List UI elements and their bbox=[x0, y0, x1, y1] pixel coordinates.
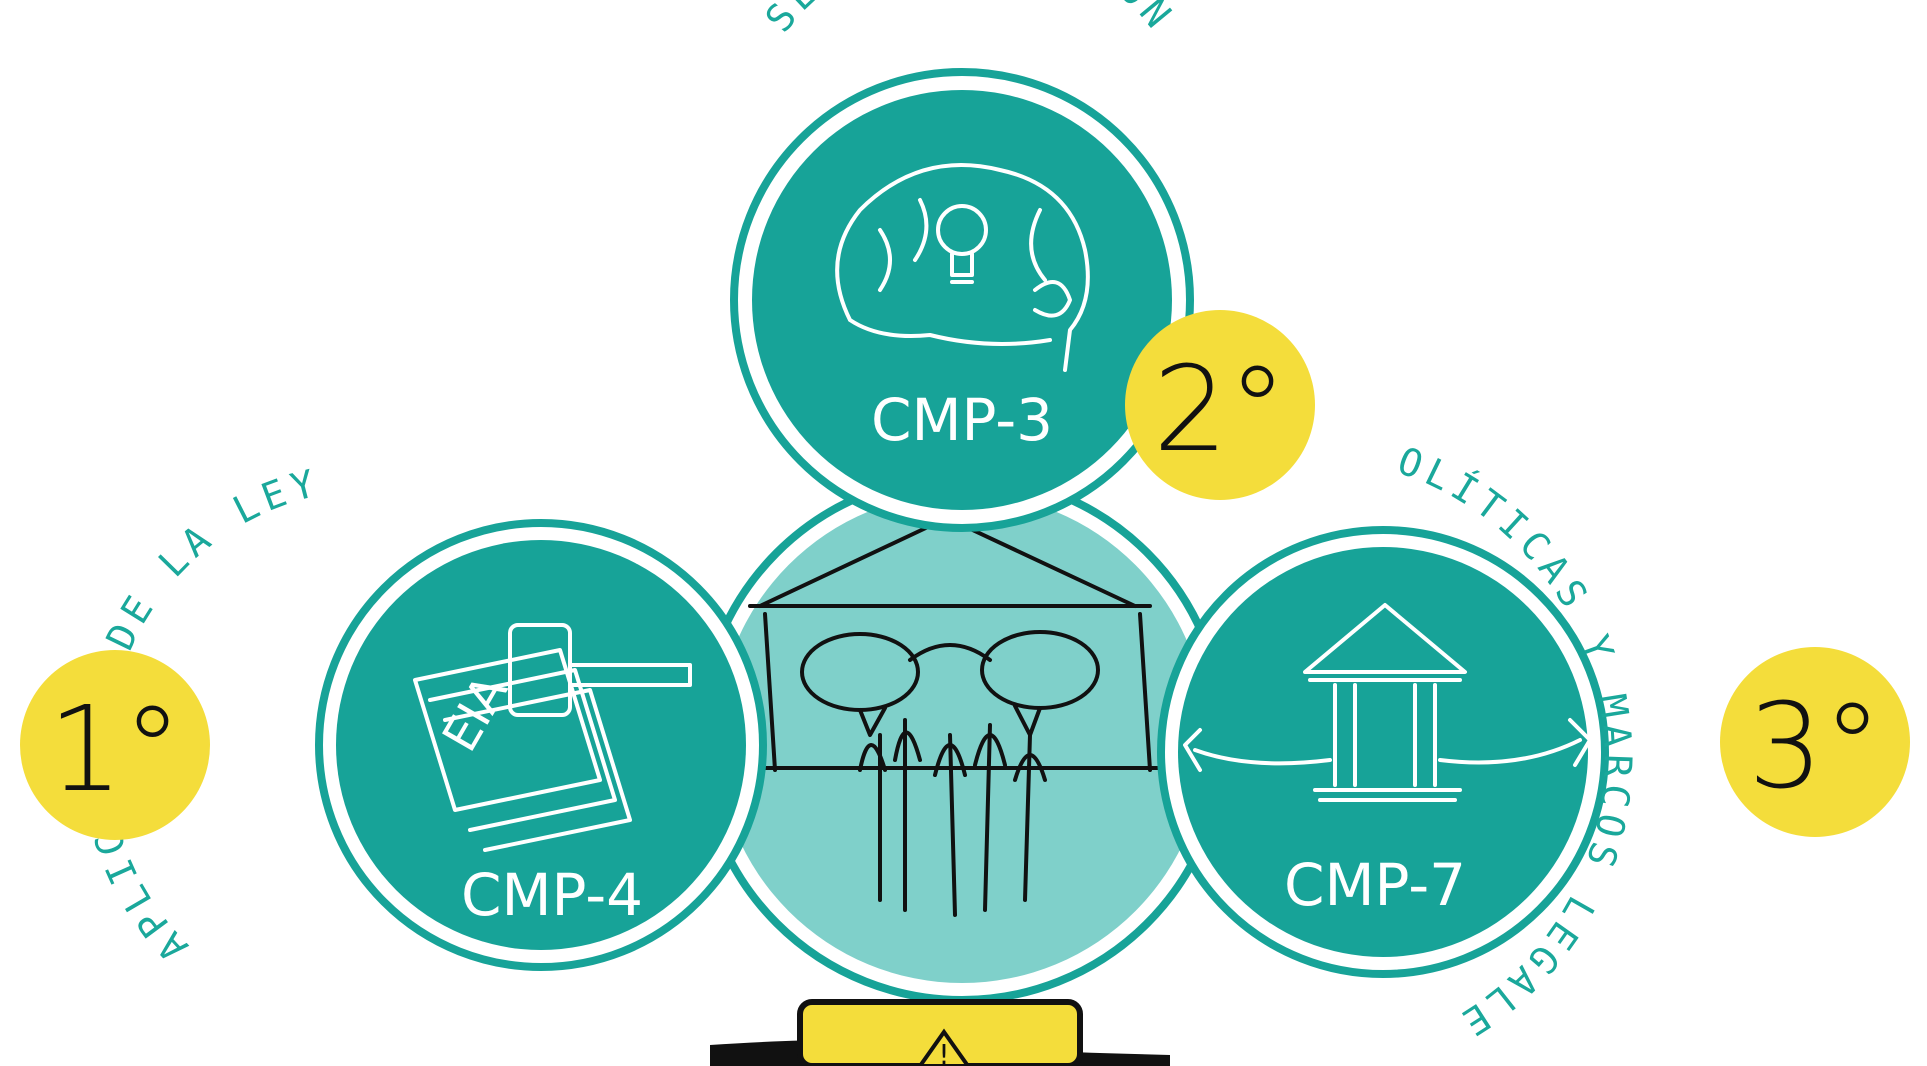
cmp-7-label: CMP-7 bbox=[1284, 851, 1466, 919]
cmp-3-label: CMP-3 bbox=[871, 386, 1053, 454]
badge-third-text: 3° bbox=[1748, 677, 1882, 815]
cmp-4-label: CMP-4 bbox=[461, 861, 643, 929]
center-circle bbox=[700, 476, 1224, 1000]
circle-cmp-7: CMP-7 bbox=[1161, 530, 1605, 974]
warning-sign-icon: ! bbox=[710, 1002, 1170, 1066]
circle-cmp-4: EIA CMP-4 bbox=[319, 523, 763, 967]
sensibilizacion-text: SENSIBILIZACIÓN bbox=[757, 0, 1184, 40]
badge-second-text: 2° bbox=[1153, 340, 1287, 478]
sensibilizacion-label: SENSIBILIZACIÓN bbox=[757, 0, 1184, 40]
warning-symbol: ! bbox=[938, 1038, 949, 1066]
circle-cmp-3: CMP-3 bbox=[734, 72, 1190, 528]
badge-third: 3° bbox=[1720, 647, 1910, 837]
badge-first-text: 1° bbox=[48, 680, 182, 818]
badge-first: 1° bbox=[20, 650, 210, 840]
badge-second: 2° bbox=[1125, 310, 1315, 500]
